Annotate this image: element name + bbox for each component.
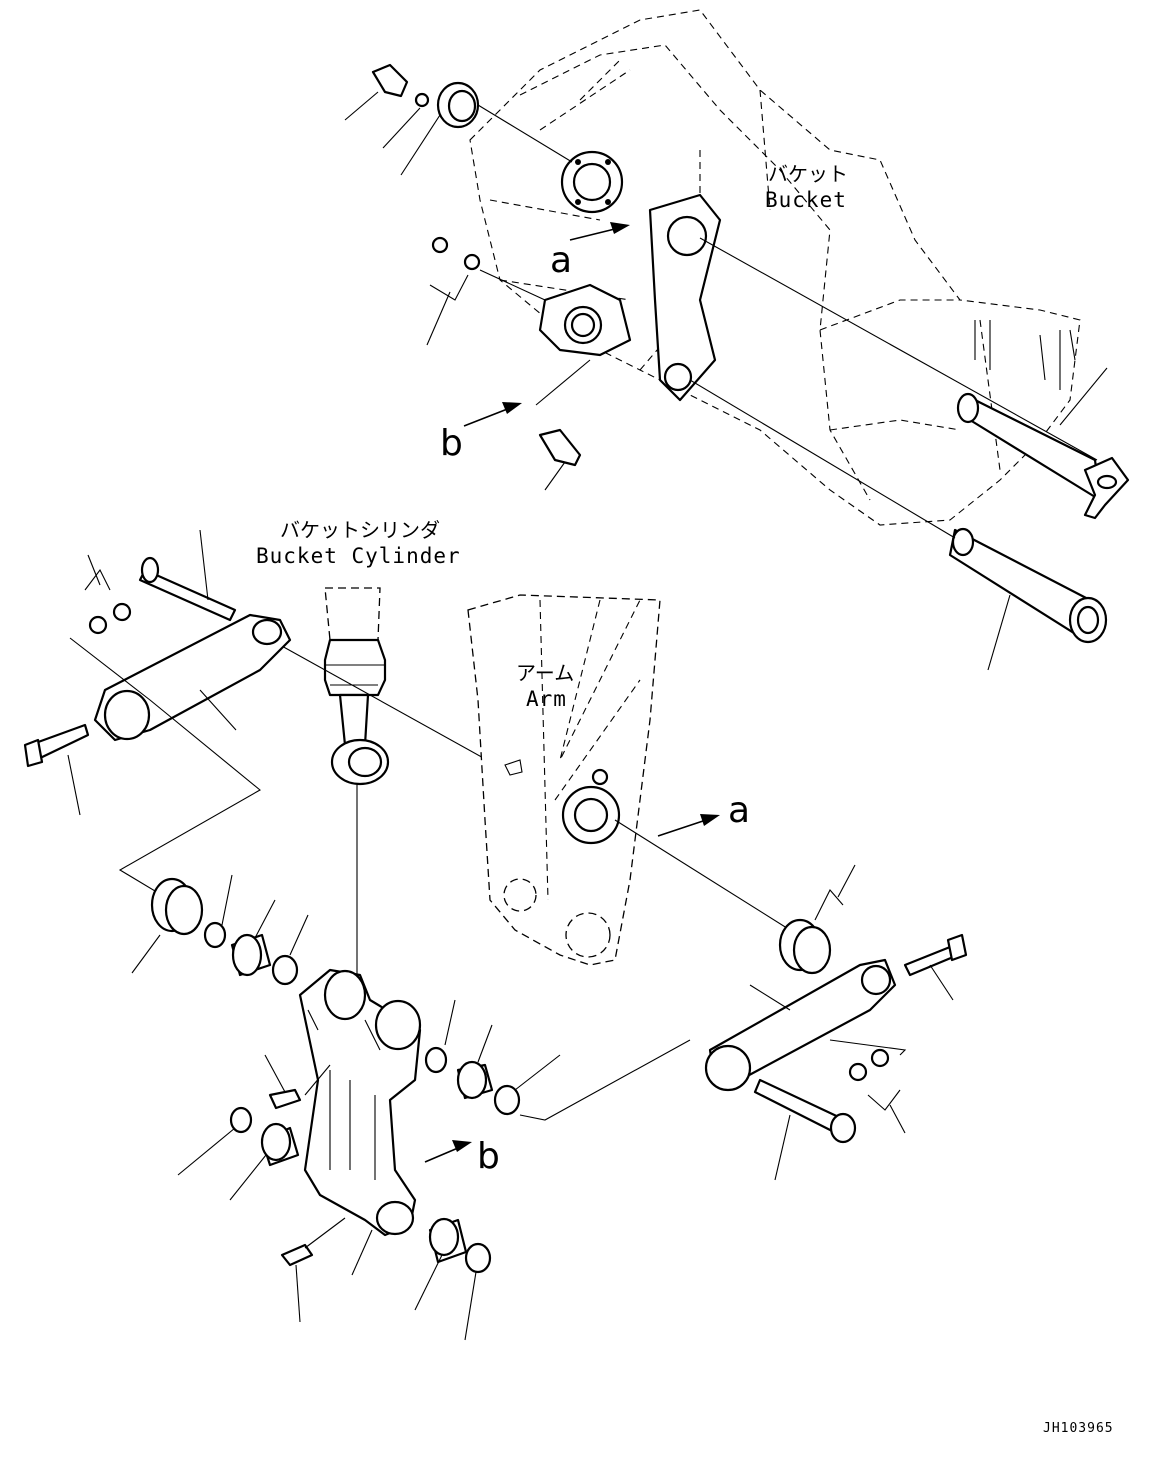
h-link-assembly (131, 874, 691, 1341)
ref-b-top: b (440, 423, 463, 464)
bucket-outline (469, 9, 1081, 526)
bucket-label: バケット Bucket (765, 162, 848, 212)
reference-arrows-top (463, 222, 630, 427)
arm-label-en: Arm (526, 687, 567, 711)
arm-outline (467, 594, 791, 966)
bucket-cylinder (279, 587, 506, 1000)
arm-label: アーム Arm (516, 661, 574, 711)
bucket-pins (689, 237, 1130, 671)
ref-a-arm: a (728, 790, 750, 831)
ref-a-top: a (550, 240, 572, 281)
ref-b-link: b (477, 1136, 500, 1177)
arm-label-jp: アーム (516, 661, 574, 685)
bucket-label-jp: バケット (768, 162, 848, 186)
bucket-cylinder-label-en: Bucket Cylinder (256, 544, 461, 568)
bucket-shim-hardware (344, 63, 591, 491)
right-link-assembly (704, 864, 968, 1181)
left-link-assembly (23, 529, 292, 901)
bucket-cylinder-label: バケットシリンダ Bucket Cylinder (256, 518, 461, 568)
bucket-cylinder-label-jp: バケットシリンダ (280, 518, 440, 542)
bucket-label-en: Bucket (765, 188, 847, 212)
drawing-code: JH103965 (1043, 1421, 1114, 1436)
